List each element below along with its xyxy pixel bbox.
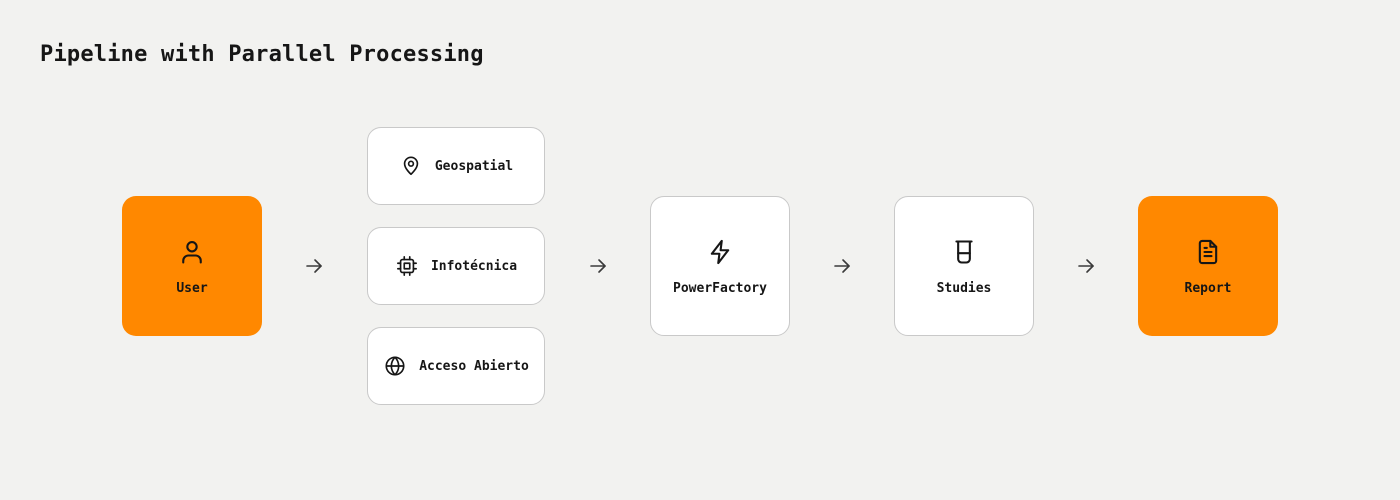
user-node: User	[122, 196, 262, 336]
studies-label: Studies	[936, 280, 992, 296]
diagram-title: Pipeline with Parallel Processing	[40, 42, 484, 67]
globe-icon	[383, 354, 407, 378]
parallel-item-label: Acceso Abierto	[419, 358, 529, 374]
studies-node: Studies	[894, 196, 1034, 336]
parallel-item-infotecnica: Infotécnica	[367, 227, 545, 305]
user-icon	[177, 237, 207, 267]
powerfactory-node: PowerFactory	[650, 196, 790, 336]
map-pin-icon	[399, 154, 423, 178]
report-label: Report	[1184, 280, 1232, 296]
report-node: Report	[1138, 196, 1278, 336]
beaker-icon	[949, 237, 979, 267]
arrow-right-icon	[588, 256, 608, 276]
user-label: User	[176, 280, 208, 296]
parallel-item-label: Geospatial	[434, 158, 514, 174]
arrow-right-icon	[304, 256, 324, 276]
lightning-icon	[705, 237, 735, 267]
chip-icon	[395, 254, 419, 278]
arrow-right-icon	[1076, 256, 1096, 276]
parallel-item-label: Infotécnica	[430, 258, 518, 274]
arrow-right-icon	[832, 256, 852, 276]
document-icon	[1193, 237, 1223, 267]
parallel-item-geospatial: Geospatial	[367, 127, 545, 205]
powerfactory-label: PowerFactory	[673, 280, 767, 296]
parallel-item-acceso-abierto: Acceso Abierto	[367, 327, 545, 405]
